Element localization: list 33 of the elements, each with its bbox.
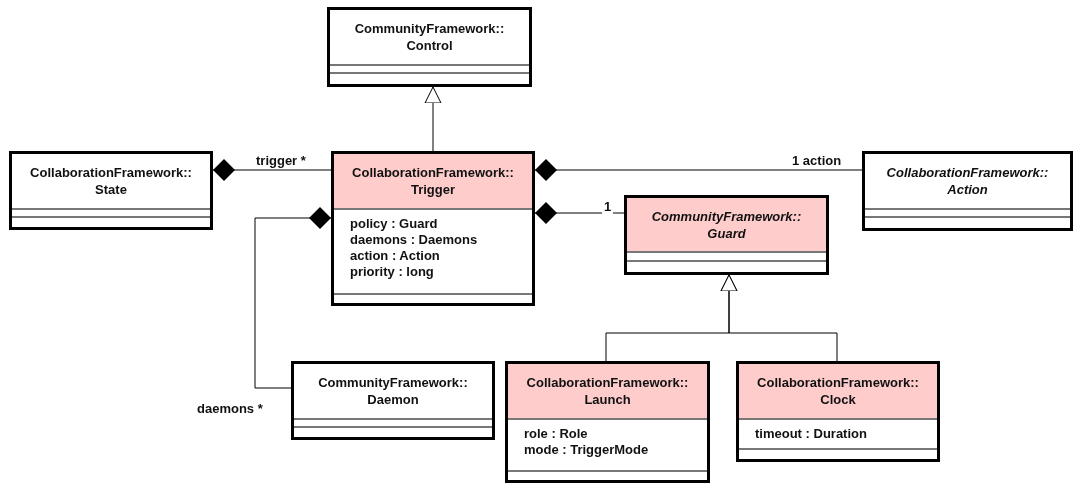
edge-label: daemons * (195, 401, 265, 416)
class-name: CollaborationFramework:: Launch (525, 374, 690, 408)
composition-line (212, 159, 332, 181)
attribute-text: daemons : Daemons (350, 232, 478, 248)
generalization-arrow (720, 274, 838, 362)
attribute-text: priority : long (350, 264, 434, 280)
edge-label: 1 action (790, 153, 844, 168)
attribute-text: timeout : Duration (755, 426, 867, 442)
class-box (327, 7, 532, 87)
edge-label: trigger * (254, 153, 308, 168)
class-name: CollaborationFramework:: Clock (756, 374, 920, 408)
class-box (736, 361, 940, 462)
class-box (291, 361, 495, 440)
class-box (331, 151, 535, 306)
class-name: CollaborationFramework:: Trigger (351, 164, 515, 198)
class-box (862, 151, 1073, 231)
attribute-text: mode : TriggerMode (524, 442, 649, 458)
composition-line (254, 207, 332, 389)
edge-label: 1 (602, 199, 614, 214)
generalization-arrow (424, 86, 442, 152)
class-name: CollaborationFramework:: State (29, 164, 193, 198)
composition-line (534, 202, 625, 224)
attribute-text: role : Role (524, 426, 588, 442)
class-name: CommunityFramework:: Daemon (317, 374, 469, 408)
class-box (9, 151, 213, 230)
class-name: CollaborationFramework:: Action (885, 164, 1050, 198)
composition-line (534, 159, 863, 181)
class-name: CommunityFramework:: Guard (650, 207, 803, 242)
attribute-text: policy : Guard (350, 216, 438, 232)
class-box (505, 361, 710, 483)
class-name: CommunityFramework:: Control (353, 20, 506, 54)
attribute-text: action : Action (350, 248, 440, 264)
class-box (624, 195, 829, 275)
